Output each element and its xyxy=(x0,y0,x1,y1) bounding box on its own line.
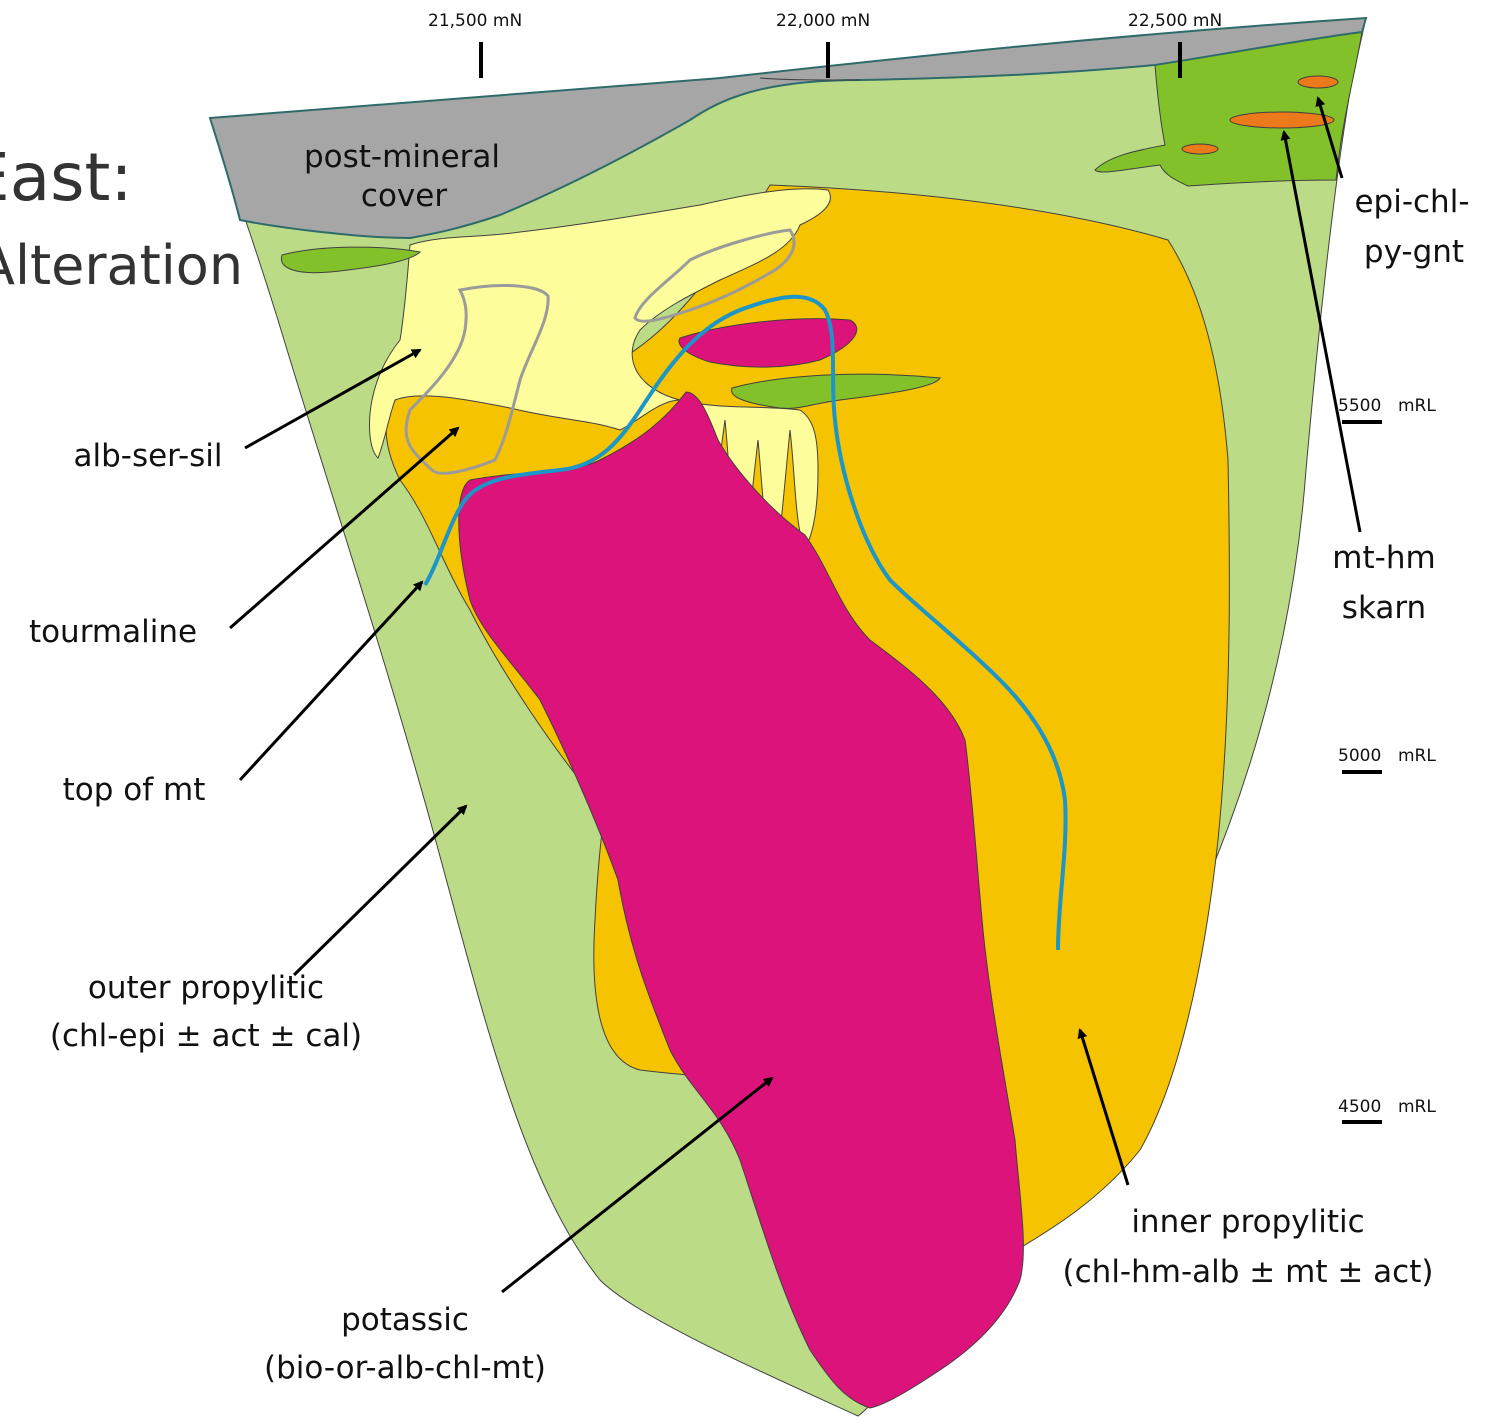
elevation-unit-5000: mRL xyxy=(1398,746,1436,766)
arrow-outer-propylitic xyxy=(294,806,466,975)
title-line-2: Alteration xyxy=(0,234,243,297)
northing-label-2: 22,000 mN xyxy=(776,11,870,31)
label-tourmaline: tourmaline xyxy=(29,614,197,650)
elevation-unit-5500: mRL xyxy=(1398,396,1436,416)
label-top-of-mt: top of mt xyxy=(63,772,206,808)
label-cover-line1: post-mineral xyxy=(304,139,500,175)
label-potassic-line2: (bio-or-alb-chl-mt) xyxy=(264,1350,546,1386)
elevation-value-4500: 4500 xyxy=(1338,1097,1381,1117)
title-line-1: East: xyxy=(0,139,133,216)
elevation-value-5000: 5000 xyxy=(1338,746,1381,766)
label-epi-chl-line2: py-gnt xyxy=(1364,234,1464,270)
label-skarn-line2: skarn xyxy=(1342,590,1426,626)
label-outer-propylitic-line1: outer propylitic xyxy=(88,970,324,1006)
skarn-lens-1 xyxy=(1298,76,1338,88)
label-potassic-line1: potassic xyxy=(341,1302,469,1338)
label-outer-propylitic-line2: (chl-epi ± act ± cal) xyxy=(50,1018,362,1054)
skarn-lens-2 xyxy=(1230,112,1334,128)
label-alb-ser-sil: alb-ser-sil xyxy=(73,438,222,474)
elevation-unit-4500: mRL xyxy=(1398,1097,1436,1117)
label-cover-line2: cover xyxy=(361,178,447,214)
label-epi-chl-line1: epi-chl- xyxy=(1354,184,1469,220)
northing-label-1: 21,500 mN xyxy=(428,11,522,31)
label-skarn-line1: mt-hm xyxy=(1332,540,1435,576)
label-inner-propylitic-line1: inner propylitic xyxy=(1131,1204,1364,1240)
northing-label-3: 22,500 mN xyxy=(1128,11,1222,31)
skarn-lens-3 xyxy=(1182,144,1218,154)
label-inner-propylitic-line2: (chl-hm-alb ± mt ± act) xyxy=(1063,1254,1434,1290)
elevation-value-5500: 5500 xyxy=(1338,396,1381,416)
